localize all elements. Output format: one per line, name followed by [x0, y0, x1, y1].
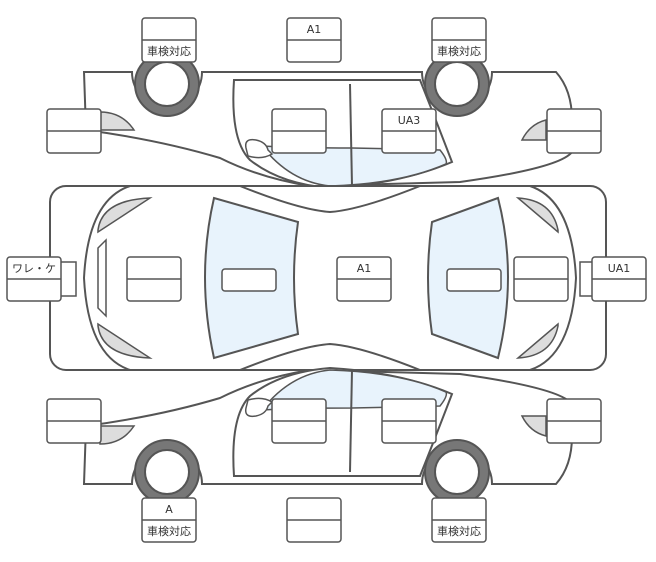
box-front-bumper[interactable]: UA1 [591, 256, 647, 302]
box-top-wheel-front[interactable]: 車検対応 [141, 17, 197, 63]
lower-side-view [82, 366, 573, 505]
box-bottom-wheel-front[interactable]: A 車検対応 [141, 497, 197, 543]
upper-side-view [82, 51, 573, 190]
box-upper-rear-quarter[interactable] [46, 108, 102, 154]
box-front-glass[interactable] [446, 268, 502, 292]
upper-door-line [349, 83, 353, 187]
top-down-view [49, 185, 607, 371]
box-label: A1 [357, 262, 372, 275]
box-lower-rear-door[interactable] [271, 398, 327, 444]
box-bottom-wheel-rear[interactable]: 車検対応 [431, 497, 487, 543]
box-top-center[interactable]: A1 [286, 17, 342, 63]
box-roof[interactable]: A1 [336, 256, 392, 302]
box-label: A1 [307, 23, 322, 36]
box-hood[interactable] [513, 256, 569, 302]
box-upper-front-door[interactable]: UA3 [381, 108, 437, 154]
box-label: UA1 [608, 262, 631, 275]
lower-mirror [244, 397, 274, 418]
upper-wheel-rear [424, 51, 490, 117]
box-lower-front-door[interactable] [381, 398, 437, 444]
box-bottom-center[interactable] [286, 497, 342, 543]
box-label: UA3 [398, 114, 421, 127]
rear-spoiler [97, 238, 107, 318]
box-label: 車検対応 [147, 524, 191, 538]
box-rear-bumper[interactable]: ワレ・ケ [6, 256, 62, 302]
upper-wheel-front [134, 51, 200, 117]
box-lower-front-fender[interactable] [546, 398, 602, 444]
head-light-right-bottom [515, 322, 559, 359]
upper-head-light [520, 119, 547, 141]
box-upper-front-fender[interactable] [546, 108, 602, 154]
box-top-wheel-rear[interactable]: 車検対応 [431, 17, 487, 63]
box-trunk[interactable] [126, 256, 182, 302]
lower-tail-light [99, 425, 136, 445]
box-label: 車検対応 [147, 44, 191, 58]
lower-wheel-front [134, 439, 200, 505]
upper-mirror [244, 138, 274, 159]
box-label: ワレ・ケ [12, 262, 56, 275]
upper-tail-light [99, 111, 136, 131]
box-upper-rear-door[interactable] [271, 108, 327, 154]
lower-head-light [520, 415, 547, 437]
label-boxes: 車検対応 A1 車検対応 UA3 [6, 17, 647, 543]
lower-wheel-rear [424, 439, 490, 505]
box-lower-rear-quarter[interactable] [46, 398, 102, 444]
box-label: A [165, 503, 173, 516]
box-label: 車検対応 [437, 524, 481, 538]
box-label: 車検対応 [437, 44, 481, 58]
tail-light-left-top [97, 197, 153, 234]
box-rear-glass[interactable] [221, 268, 277, 292]
tail-light-left-bottom [97, 322, 153, 359]
rear-bumper-tab [59, 261, 77, 297]
lower-door-line [349, 369, 353, 473]
head-light-right-top [515, 197, 559, 234]
